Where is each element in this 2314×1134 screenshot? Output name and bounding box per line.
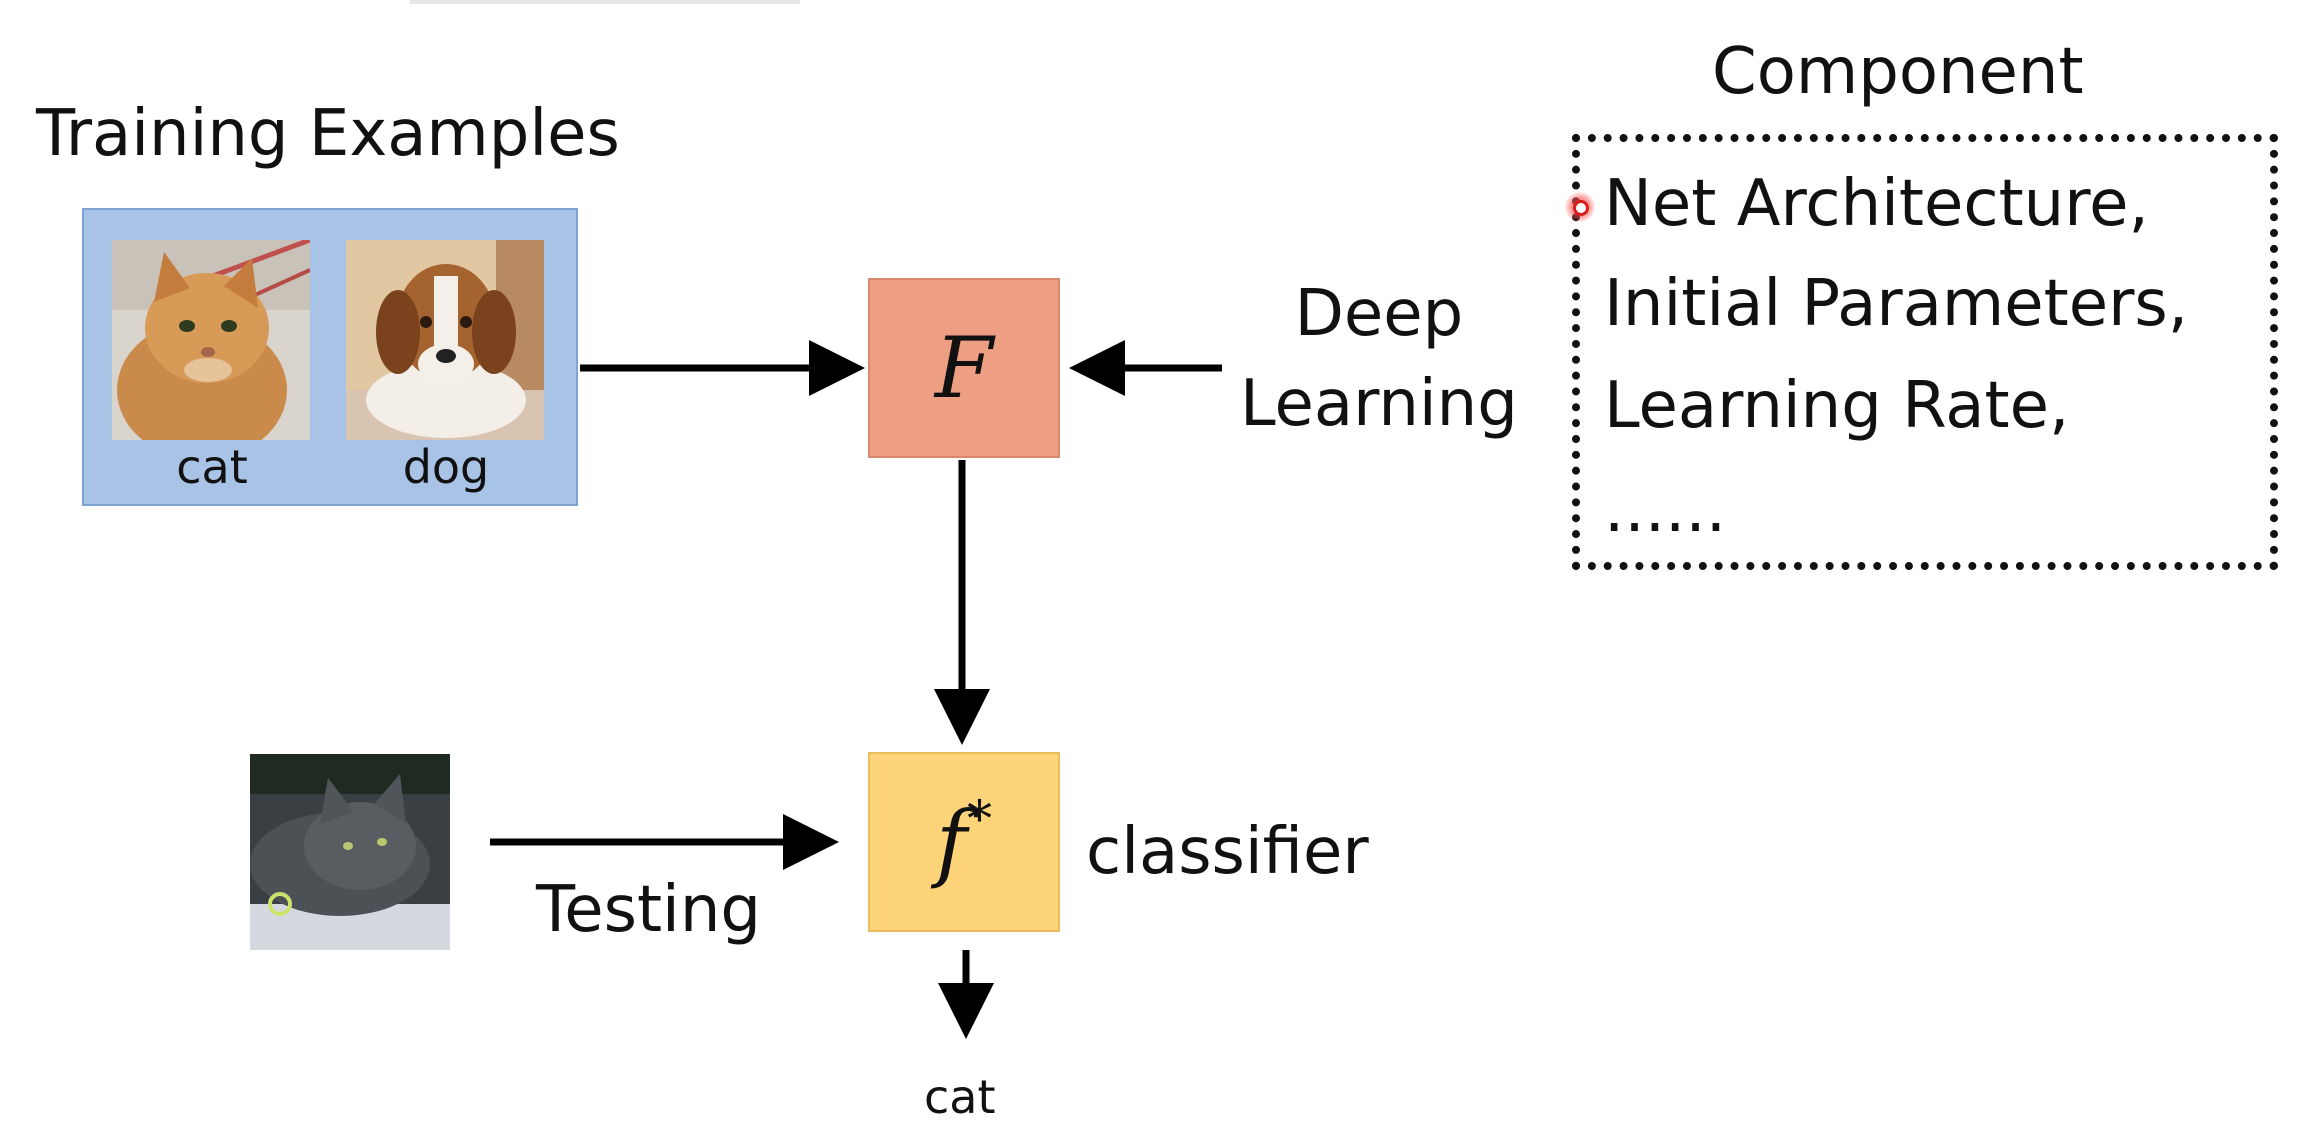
training-examples-box: cat dog	[82, 208, 578, 506]
deep-learning-label: Deep Learning	[1240, 270, 1518, 449]
function-f-star-symbol: f*	[935, 790, 993, 891]
training-examples-title: Training Examples	[36, 97, 620, 171]
deep-learning-line2: Learning	[1240, 366, 1518, 441]
function-F-symbol: F	[934, 319, 994, 417]
function-F-block: F	[868, 278, 1060, 458]
output-label: cat	[924, 1070, 996, 1124]
test-cat-photo	[250, 754, 450, 950]
deep-learning-line1: Deep	[1294, 277, 1464, 351]
component-item-initial-parameters: Initial Parameters,	[1604, 267, 2189, 341]
top-divider-strip	[410, 0, 800, 4]
component-item-ellipsis: ......	[1604, 473, 1727, 547]
cat-label: cat	[176, 440, 248, 494]
classifier-f-star-block: f*	[868, 752, 1060, 932]
component-title: Component	[1712, 35, 2084, 109]
component-item-learning-rate: Learning Rate,	[1604, 369, 2070, 443]
testing-label: Testing	[536, 873, 761, 947]
component-item-net-architecture: Net Architecture,	[1604, 167, 2149, 241]
pointer-cursor-icon	[1565, 192, 1595, 222]
cat-photo	[112, 240, 310, 440]
dog-photo	[346, 240, 544, 440]
classifier-label: classifier	[1086, 815, 1369, 889]
dog-label: dog	[402, 440, 490, 494]
component-list-box	[1572, 134, 2278, 570]
